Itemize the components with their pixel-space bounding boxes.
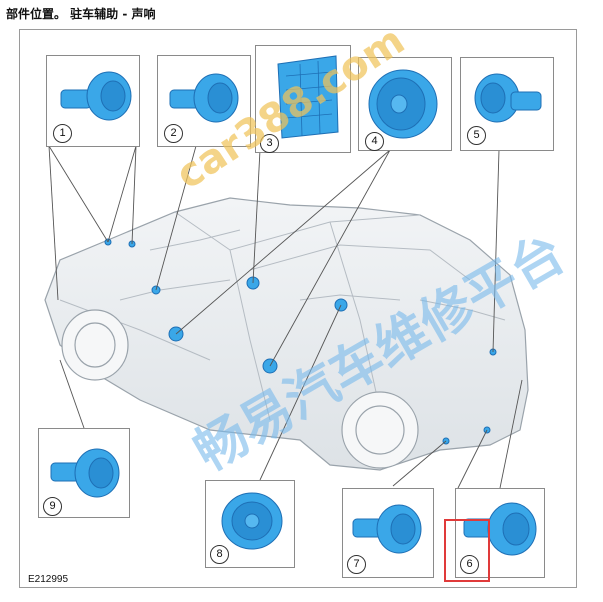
rear-wheel [342,392,418,468]
callout-8: 8 [205,480,295,568]
callout-5: 5 [460,57,554,151]
front-wheel [62,310,128,380]
callout-number: 4 [365,132,384,151]
callout-4: 4 [358,57,452,151]
callout-number: 1 [53,124,72,143]
callout-number: 5 [467,126,486,145]
callout-number: 2 [164,124,183,143]
highlight-box [444,519,490,582]
callout-number: 7 [347,555,366,574]
callout-1: 1 [46,55,140,147]
callout-7: 7 [342,488,434,578]
figure-id: E212995 [28,574,68,585]
callout-number: 9 [43,497,62,516]
callout-number: 8 [210,545,229,564]
callout-number: 3 [260,134,279,153]
callout-3: 3 [255,45,351,153]
callout-2: 2 [157,55,251,147]
callout-9: 9 [38,428,130,518]
